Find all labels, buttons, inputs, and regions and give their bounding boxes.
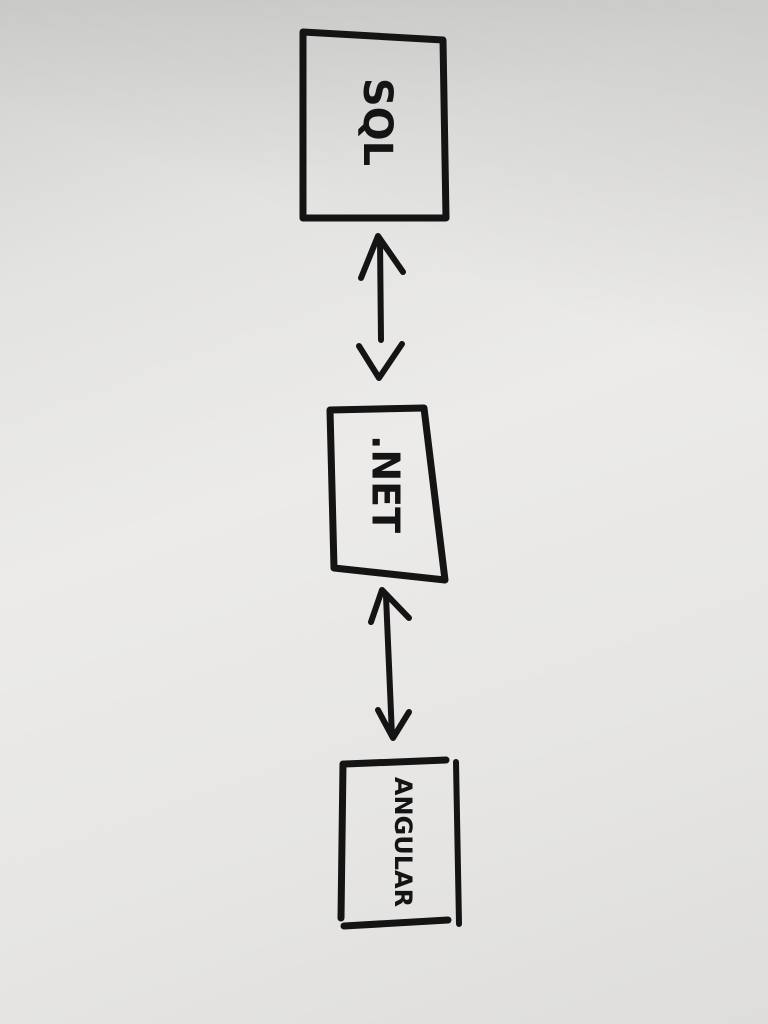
node-dotnet-label: .NET bbox=[364, 435, 408, 533]
node-sql-label: SQL bbox=[354, 78, 400, 166]
node-angular-box bbox=[337, 756, 452, 930]
edge-sql-dotnet bbox=[356, 233, 406, 381]
edge-dotnet-angular-arrowhead-down bbox=[375, 707, 412, 741]
edge-sql-dotnet-arrowhead-up bbox=[358, 233, 406, 281]
edge-sql-dotnet-line bbox=[377, 237, 384, 343]
node-dotnet: .NET bbox=[326, 404, 449, 584]
edge-sql-dotnet-arrowhead-down bbox=[356, 341, 405, 381]
node-angular-label: ANGULAR bbox=[389, 777, 417, 907]
node-angular: ANGULAR bbox=[337, 756, 462, 930]
node-sql: SQL bbox=[299, 28, 450, 222]
edge-dotnet-angular bbox=[368, 587, 412, 741]
node-angular-box-right-edge bbox=[453, 759, 462, 927]
node-dotnet-box bbox=[326, 404, 449, 584]
edge-dotnet-angular-line bbox=[383, 593, 395, 739]
edge-dotnet-angular-arrowhead-up bbox=[368, 587, 412, 625]
node-sql-box bbox=[299, 28, 450, 222]
